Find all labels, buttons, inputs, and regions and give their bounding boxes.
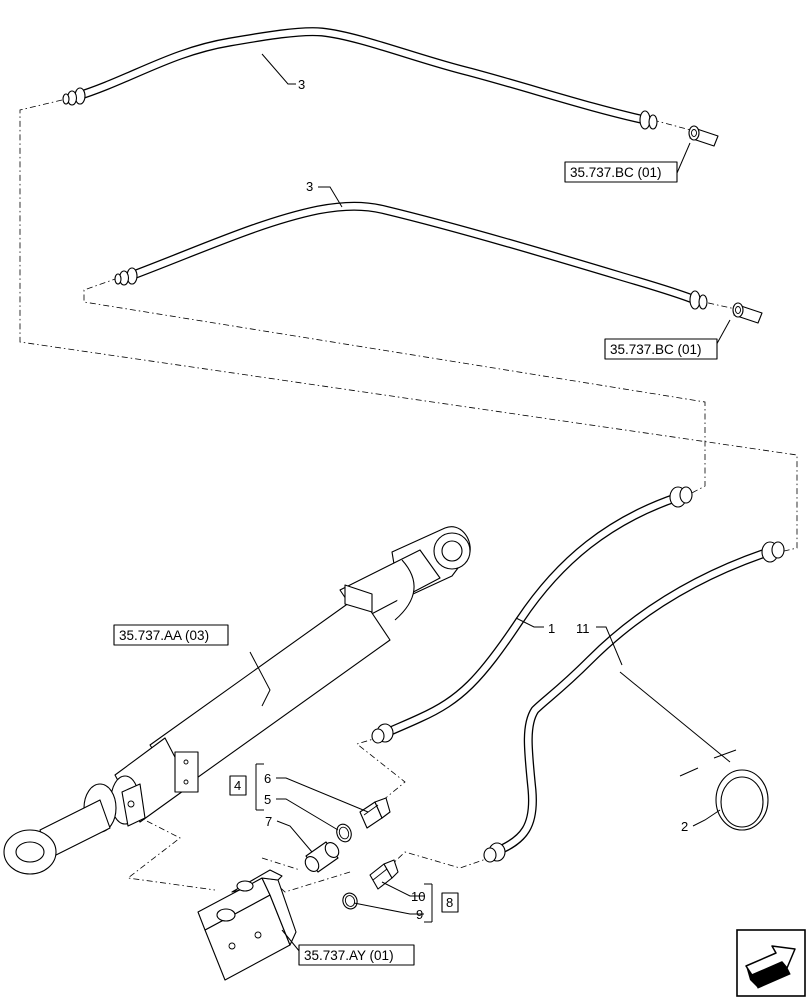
callout-9[interactable]: 9 (416, 907, 423, 922)
adapter-top (688, 125, 719, 147)
connection-lines (19, 99, 798, 893)
callout-6[interactable]: 6 (264, 771, 271, 786)
valve-block (197, 869, 297, 981)
kit-box-8[interactable]: 8 (441, 892, 459, 913)
pipe-3-lower-fitting-right (689, 290, 708, 310)
protective-sleeve-2[interactable] (679, 749, 769, 831)
pipe-1-fitting-top (669, 486, 693, 508)
hydraulic-cylinder (3, 526, 471, 875)
callout-1[interactable]: 1 (548, 621, 555, 636)
ref-box-aa[interactable]: 35.737.AA (03) (113, 624, 229, 646)
adapter-mid (732, 302, 763, 324)
kit-box-4[interactable]: 4 (229, 775, 247, 796)
pipe-3-upper[interactable] (62, 27, 658, 130)
callout-3-upper[interactable]: 3 (298, 77, 305, 92)
ref-bc-mid-label: 35.737.BC (01) (610, 342, 702, 357)
fitting-6[interactable] (359, 797, 391, 829)
fitting-10[interactable] (369, 859, 399, 890)
callout-3-lower[interactable]: 3 (306, 179, 313, 194)
o-ring-5[interactable] (334, 822, 353, 844)
callout-8: 8 (446, 895, 453, 910)
pipe-11-fitting-bottom (483, 842, 506, 863)
pipe-1[interactable] (371, 486, 693, 744)
pipe-3-upper-fitting-right (639, 110, 658, 130)
ref-box-bc-top[interactable]: 35.737.BC (01) (564, 161, 678, 183)
callout-4: 4 (234, 778, 241, 793)
callout-11[interactable]: 11 (576, 621, 590, 636)
ref-bc-top-label: 35.737.BC (01) (570, 165, 662, 180)
leader-lines (249, 53, 731, 953)
pipe-3-lower[interactable] (114, 201, 708, 310)
callout-labels: 1 2 3 3 5 6 7 9 10 11 (264, 77, 688, 922)
ref-box-ay[interactable]: 35.737.AY (01) (298, 944, 415, 966)
callout-5[interactable]: 5 (264, 792, 271, 807)
callout-10[interactable]: 10 (411, 889, 425, 904)
pipe-3-lower-fitting-left (114, 267, 138, 286)
callout-2[interactable]: 2 (681, 819, 688, 834)
pipe-3-upper-fitting-left (62, 87, 86, 106)
o-ring-9[interactable] (341, 891, 360, 911)
ref-aa-label: 35.737.AA (03) (119, 628, 209, 643)
fitting-7[interactable] (302, 840, 341, 874)
ref-ay-label: 35.737.AY (01) (304, 948, 394, 963)
pipe-1-fitting-bottom (371, 723, 394, 744)
callout-7[interactable]: 7 (265, 814, 272, 829)
pipe-11-fitting-top (761, 541, 785, 563)
ref-box-bc-mid[interactable]: 35.737.BC (01) (604, 338, 718, 360)
arrow-navigation-icon[interactable] (736, 929, 806, 997)
pipe-11[interactable] (483, 541, 785, 863)
